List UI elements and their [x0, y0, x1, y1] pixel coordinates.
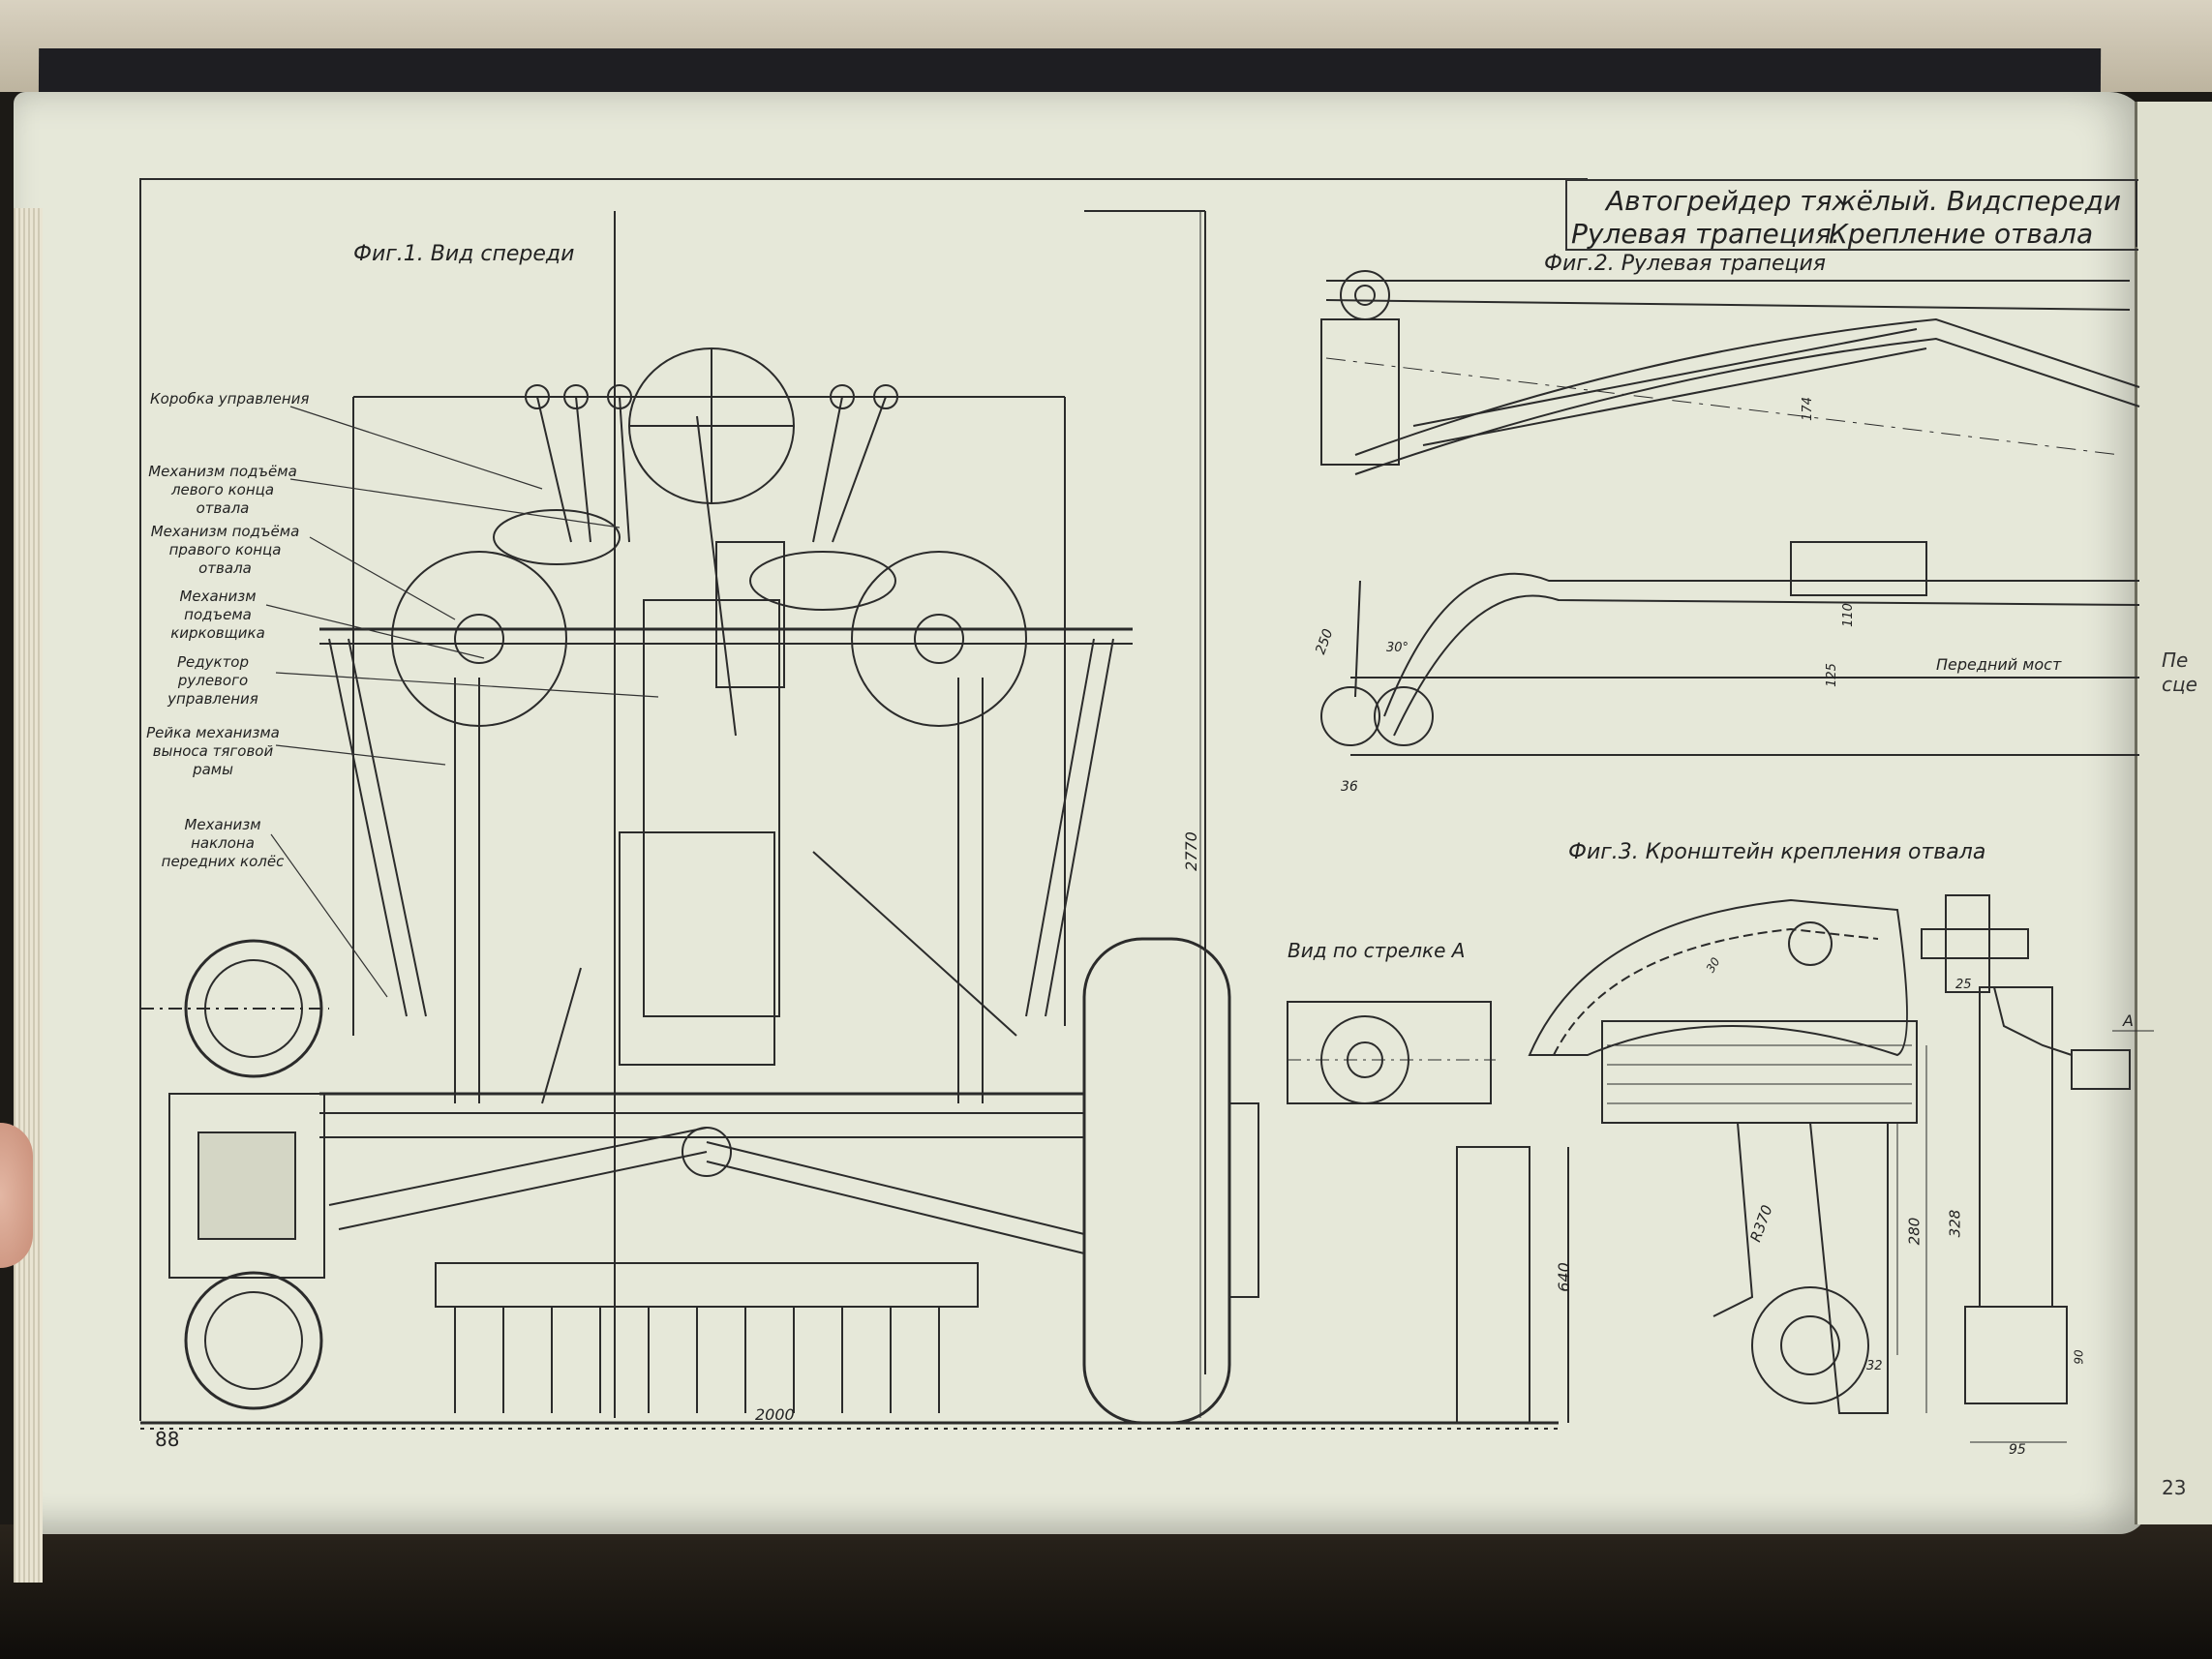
- dimension-95: 95: [2009, 1442, 2026, 1458]
- title-block: Автогрейдер тяжёлый. Видспереди Рулевая …: [1565, 179, 2138, 251]
- callout-scarifier-lift: Механизм подъема кирковщика: [170, 588, 265, 642]
- title-line-2: Рулевая трапеция.: [1571, 218, 1840, 250]
- page-number-right: 23: [2162, 1476, 2187, 1499]
- dimension-25: 25: [1955, 978, 1972, 992]
- fig3-caption: Фиг.3. Кронштейн крепления отвала: [1568, 840, 1986, 864]
- title-line-3: Крепление отвала: [1829, 218, 2094, 250]
- dimension-32: 32: [1866, 1359, 1883, 1373]
- callout-control-box: Коробка управления: [150, 390, 310, 407]
- page-number-left: 88: [155, 1428, 180, 1451]
- drawing-frame: [139, 178, 1588, 1421]
- dimension-280: 280: [1905, 1217, 1924, 1246]
- dimension-90: 90: [2072, 1349, 2086, 1365]
- dimension-125: 125: [1824, 663, 1839, 687]
- background-bottom: [0, 1524, 2212, 1659]
- arrow-a-label: А: [2123, 1011, 2134, 1030]
- next-page: Пе сце 23: [2135, 102, 2212, 1524]
- next-page-text: сце: [2162, 673, 2197, 696]
- callout-right-blade-lift: Механизм подъёма правого конца отвала: [150, 523, 300, 577]
- page-stack-edge: [14, 208, 43, 1583]
- dimension-328: 328: [1946, 1209, 1964, 1238]
- dimension-2770: 2770: [1181, 831, 1200, 871]
- callout-draw-frame-rack: Рейка механизма выноса тяговой рамы: [146, 724, 280, 778]
- fig2-caption: Фиг.2. Рулевая трапеция: [1544, 252, 1827, 276]
- dimension-36: 36: [1341, 779, 1358, 795]
- dimension-110: 110: [1840, 603, 1856, 627]
- callout-wheel-tilt: Механизм наклона передних колёс: [161, 816, 285, 870]
- dimension-30-deg: 30°: [1386, 641, 1409, 655]
- title-line-1: Автогрейдер тяжёлый. Видспереди: [1606, 185, 2122, 217]
- fig1-caption: Фиг.1. Вид спереди: [353, 242, 575, 266]
- dimension-2000: 2000: [755, 1405, 795, 1424]
- dimension-640: 640: [1554, 1262, 1573, 1292]
- thumb: [0, 1123, 33, 1268]
- dimension-174: 174: [1800, 397, 1815, 421]
- view-a-caption: Вид по стрелке А: [1288, 939, 1466, 962]
- callout-left-blade-lift: Механизм подъёма левого конца отвала: [148, 463, 297, 517]
- background-top: [0, 0, 2212, 106]
- next-page-text: Пе: [2162, 649, 2189, 672]
- callout-steering-reducer: Редуктор рулевого управления: [167, 653, 258, 708]
- front-axle-label: Передний мост: [1936, 655, 2062, 674]
- book-page: [14, 92, 2148, 1583]
